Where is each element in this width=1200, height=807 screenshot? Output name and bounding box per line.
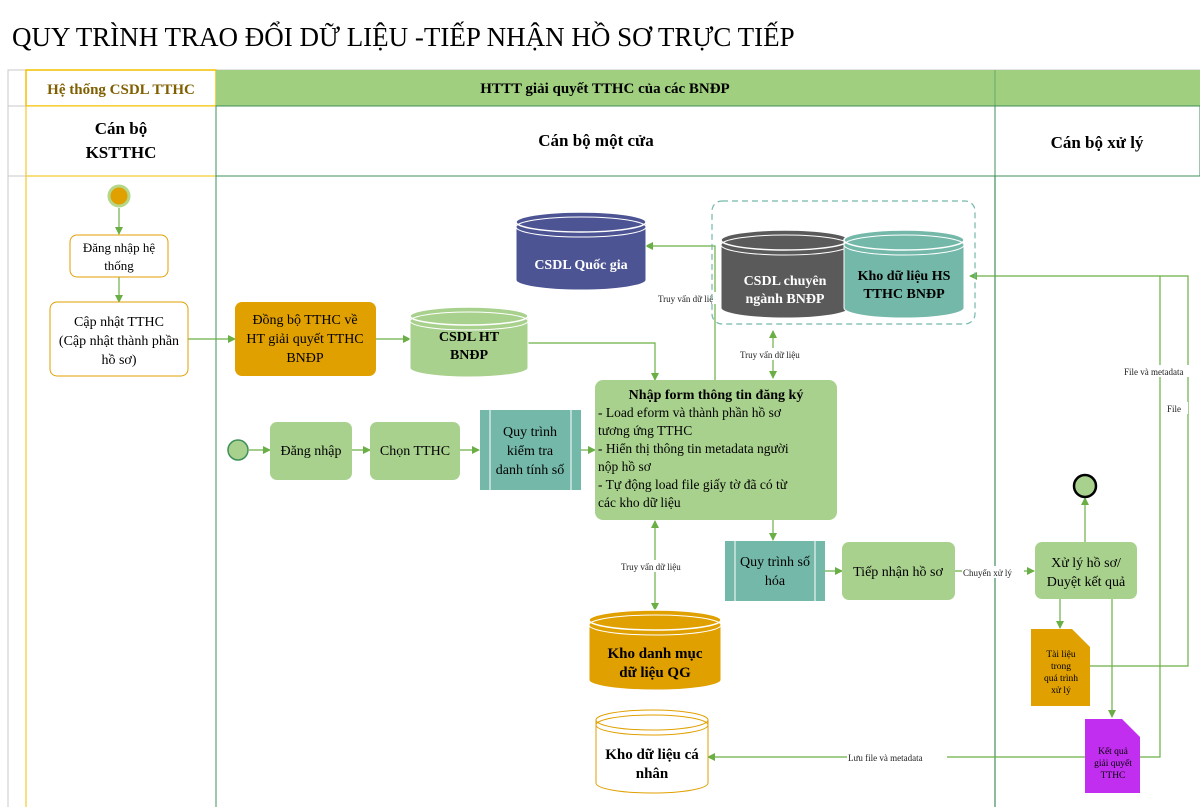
task-dongbo-l3: BNĐP <box>286 351 324 366</box>
db-khocanhan-l1: Kho dữ liệu cá <box>605 747 699 763</box>
task-form-l2: tương ứng TTHC <box>598 423 692 438</box>
db-khodm[interactable] <box>588 609 722 691</box>
task-form-l5: - Tự động load file giấy tờ đã có từ <box>598 477 788 492</box>
edge-result-to-khohs <box>1140 276 1161 758</box>
edge-label-truyvan-2: Truy vấn dữ liệu <box>740 350 800 360</box>
edge-label-bg-4 <box>962 566 1024 578</box>
edge-label-bg-5 <box>847 752 947 764</box>
edge-label-truyvan-3: Truy vấn dữ liệu <box>621 562 681 572</box>
edge-label-file: File <box>1167 404 1181 414</box>
subprocess-sohoa-l1: Quy trình số <box>740 555 810 570</box>
edge-label-bg-6 <box>1120 365 1200 377</box>
task-form-l6: các kho dữ liệu <box>598 495 681 510</box>
task-dongbo[interactable] <box>235 302 376 376</box>
task-form-title: Nhập form thông tin đăng ký <box>629 388 804 403</box>
doc-ketqua-l1: Kết quả <box>1098 746 1129 757</box>
db-csdlht-l2: BNĐP <box>450 348 489 363</box>
edge-doc-to-khohs <box>969 272 1189 667</box>
edge-label-bg-7 <box>1162 402 1188 414</box>
db-khocanhan[interactable] <box>595 709 709 794</box>
subprocess-kiemtra[interactable] <box>480 410 581 490</box>
task-form-l1: - Load eform và thành phần hồ sơ <box>598 405 782 420</box>
task-dongbo-l1: Đồng bộ TTHC về <box>252 313 357 328</box>
doc-ketqua-l3: TTHC <box>1101 771 1126 781</box>
task-capnhat-l1: Cập nhật TTHC <box>74 315 164 330</box>
task-xuly-l1: Xử lý hồ sơ/ <box>1051 556 1121 571</box>
diagram-title: QUY TRÌNH TRAO ĐỔI DỮ LIỆU -TIẾP NHẬN HỒ… <box>12 21 795 52</box>
db-khohs[interactable] <box>843 229 965 319</box>
db-chuyennganh[interactable] <box>720 229 850 319</box>
pool-header-right <box>216 70 1200 106</box>
db-khohs-l2: TTHC BNĐP <box>863 287 945 302</box>
task-dangnhap-ht-l1: Đăng nhập hệ <box>83 240 155 255</box>
subprocess-kiemtra-l3: danh tính số <box>496 463 564 478</box>
task-capnhat-l3: hồ sơ) <box>101 353 136 368</box>
task-capnhat-l2: (Cập nhật thành phần <box>59 334 179 349</box>
subprocess-sohoa[interactable] <box>725 541 825 601</box>
doc-tailieu[interactable] <box>1031 629 1090 706</box>
task-chontthc[interactable] <box>370 422 460 480</box>
start-event-motcua <box>227 439 249 461</box>
db-chuyennganh-l1: CSDL chuyên <box>744 274 827 289</box>
subprocess-sohoa-l2: hóa <box>765 574 786 589</box>
lane-header-xuly <box>994 105 1200 177</box>
task-dangnhap-ht[interactable] <box>69 234 169 278</box>
db-khodm-l2: dữ liệu QG <box>619 665 691 681</box>
edge-csdlht-to-form <box>528 342 659 381</box>
lane-ks-title-1: Cán bộ <box>95 119 147 138</box>
task-form-l3: - Hiển thị thông tin metadata người <box>598 441 789 456</box>
doc-tailieu-l3: quá trình <box>1044 674 1078 684</box>
task-xuly[interactable] <box>1035 542 1137 599</box>
task-dangnhap[interactable] <box>270 422 352 480</box>
pool-right-label: HTTT giải quyết TTHC của các BNĐP <box>480 81 729 97</box>
task-capnhat[interactable] <box>49 301 189 377</box>
lane-ks-title-2: KSTTHC <box>86 143 157 162</box>
db-csdlqg[interactable] <box>515 211 647 291</box>
task-xuly-l2: Duyệt kết quả <box>1047 575 1126 590</box>
subprocess-kiemtra-l1: Quy trình <box>503 425 557 440</box>
doc-ketqua[interactable] <box>1085 719 1140 793</box>
edge-label-truyvan-1: Truy vấn dữ liệ <box>658 294 713 304</box>
edge-form-to-csdlqg <box>645 242 716 380</box>
subprocess-kiemtra-l2: kiểm tra <box>507 444 554 459</box>
lane-motcua-title: Cán bộ một cửa <box>538 131 654 150</box>
task-tiepnhan[interactable] <box>842 542 955 600</box>
task-dangnhap-label: Đăng nhập <box>280 444 341 459</box>
end-event <box>1072 473 1098 499</box>
task-dongbo-l2: HT giải quyết TTHC <box>246 332 363 347</box>
edge-label-chuyenxuly: Chuyển xử lý <box>963 568 1012 578</box>
task-form-dangky[interactable] <box>595 380 837 520</box>
task-form-l4: nộp hồ sơ <box>598 459 652 474</box>
db-khodm-l1: Kho danh mục <box>607 646 702 662</box>
task-dangnhap-ht-l2: thống <box>104 258 134 273</box>
lane-header-ks <box>25 105 217 177</box>
doc-tailieu-l2: trong <box>1051 662 1071 672</box>
edge-label-bg-1 <box>655 292 725 304</box>
edge-label-luufile: Lưu file và metadata <box>848 753 923 763</box>
start-event-ks <box>107 184 131 208</box>
lane-xuly-title: Cán bộ xử lý <box>1051 133 1144 152</box>
lane-header-motcua <box>215 105 996 177</box>
edge-label-bg-2 <box>738 348 814 360</box>
connectors <box>115 208 1189 761</box>
pool-left-label: Hệ thống CSDL TTHC <box>47 82 195 98</box>
db-chuyennganh-l2: ngành BNĐP <box>746 292 825 307</box>
edge-label-filemeta: File và metadata <box>1124 367 1183 377</box>
doc-tailieu-l1: Tài liệu <box>1046 650 1076 660</box>
db-csdlqg-label: CSDL Quốc gia <box>534 258 627 273</box>
db-khohs-l1: Kho dữ liệu HS <box>858 269 951 284</box>
edge-label-bg-3 <box>620 560 696 572</box>
task-chontthc-label: Chọn TTHC <box>380 444 450 459</box>
doc-tailieu-l4: xử lý <box>1051 686 1071 696</box>
task-tiepnhan-label: Tiếp nhận hồ sơ <box>853 565 943 580</box>
db-khocanhan-l2: nhân <box>636 766 669 782</box>
doc-ketqua-l2: giải quyết <box>1094 758 1132 769</box>
db-csdlht-l1: CSDL HT <box>439 330 500 345</box>
db-csdlht[interactable] <box>409 306 529 378</box>
group-kho-dulieu <box>711 200 976 325</box>
